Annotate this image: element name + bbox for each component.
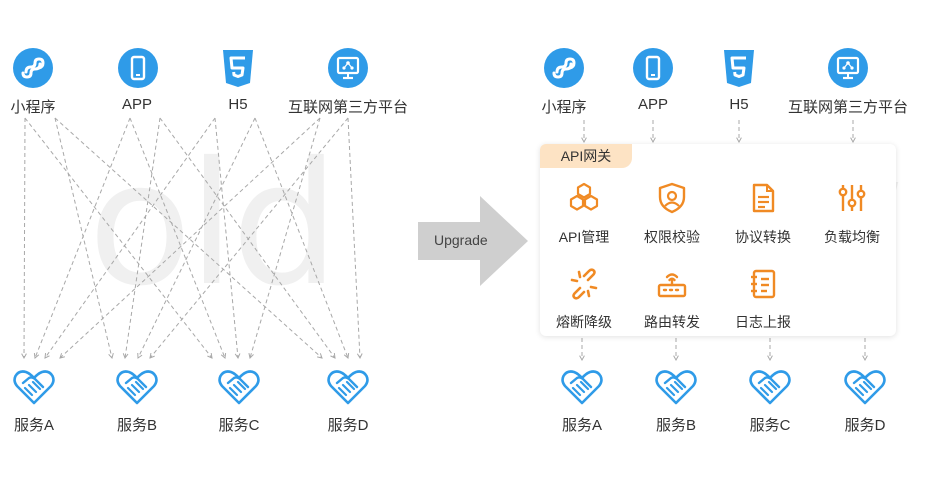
feature-label-log-reporting: 日志上报 [735, 314, 791, 330]
old-connection-line [124, 117, 161, 359]
arrowhead [330, 352, 336, 359]
mini-program-icon [544, 48, 584, 88]
handshake-heart-icon [218, 370, 260, 405]
hexagon-network-icon [569, 182, 599, 211]
old-connection-line [214, 117, 239, 359]
old-connection-line [129, 117, 226, 359]
feature-label-api-management: API管理 [558, 229, 610, 245]
client-label-third-party: 互联网第三方平台 [287, 99, 409, 116]
upgrade-label: Upgrade [434, 232, 488, 248]
service-label-d: 服务D [844, 417, 886, 434]
old-connection-line [54, 117, 113, 359]
handshake-heart-icon [561, 370, 603, 405]
feature-label-routing: 路由转发 [644, 314, 700, 330]
sliders-icon [838, 185, 866, 211]
old-connection-line [44, 117, 216, 359]
api-gateway-title: API网关 [540, 144, 632, 168]
shield-icon [658, 182, 686, 214]
broken-link-icon [570, 268, 598, 300]
old-connection-line [24, 117, 213, 359]
arrowhead [207, 352, 213, 359]
monitor-network-icon [828, 48, 868, 88]
arrowhead [248, 353, 254, 360]
old-connection-line [23, 117, 26, 359]
service-label-b: 服务B [655, 417, 697, 434]
mobile-phone-icon [633, 48, 673, 88]
old-connection-line [347, 117, 361, 359]
service-label-d: 服务D [327, 417, 369, 434]
arrowhead [21, 353, 27, 360]
arrowhead [356, 353, 363, 360]
service-label-c: 服务C [218, 417, 260, 434]
mobile-phone-icon [118, 48, 158, 88]
arrowhead [137, 352, 143, 359]
service-label-a: 服务A [561, 417, 603, 434]
client-label-third-party: 互联网第三方平台 [787, 99, 909, 116]
arrowhead [59, 353, 65, 359]
arrowhead [44, 352, 50, 359]
monitor-network-icon [328, 48, 368, 88]
handshake-heart-icon [655, 370, 697, 405]
arrowhead [122, 353, 129, 360]
old-connection-line [54, 117, 323, 359]
handshake-heart-icon [116, 370, 158, 405]
html5-icon [223, 50, 253, 87]
feature-label-circuit-breaker: 熔断降级 [556, 314, 612, 330]
client-label-mini-program: 小程序 [541, 99, 587, 116]
arrowhead [862, 355, 868, 362]
feature-label-load-balancing: 负载均衡 [824, 229, 880, 245]
upgrade-arrow [418, 196, 528, 286]
arrowhead [149, 352, 155, 359]
api-gateway-panel [540, 144, 896, 336]
router-icon [657, 273, 687, 298]
html5-icon [724, 50, 754, 87]
arrowhead [234, 353, 241, 360]
mini-program-icon [13, 48, 53, 88]
arrowhead [220, 352, 227, 359]
service-label-b: 服务B [116, 417, 158, 434]
arrowhead [650, 137, 656, 144]
arrowhead [850, 137, 856, 144]
arrowhead [108, 353, 114, 360]
arrowhead [579, 355, 585, 362]
client-label-h5: H5 [228, 96, 248, 113]
client-label-app: APP [637, 96, 669, 113]
client-label-mini-program: 小程序 [10, 99, 56, 116]
feature-label-permission-check: 权限校验 [644, 229, 700, 245]
service-label-c: 服务C [749, 417, 791, 434]
arrowhead [317, 353, 323, 359]
client-label-app: APP [121, 96, 153, 113]
arrowhead [736, 137, 742, 144]
handshake-heart-icon [749, 370, 791, 405]
arrowhead [767, 355, 773, 362]
old-connection-line [137, 117, 256, 359]
client-label-h5: H5 [729, 96, 749, 113]
old-connection-line [159, 117, 336, 359]
arrowhead [673, 355, 679, 362]
old-connection-line [34, 117, 131, 359]
log-list-icon [751, 269, 776, 299]
handshake-heart-icon [844, 370, 886, 405]
arrowhead [33, 352, 40, 359]
feature-label-protocol-conversion: 协议转换 [735, 229, 791, 245]
old-connection-line [254, 117, 349, 359]
old-connection-line [59, 117, 321, 359]
service-label-a: 服务A [13, 417, 55, 434]
arrowhead [343, 352, 350, 359]
old-connection-line [149, 117, 349, 359]
document-icon [752, 183, 775, 213]
handshake-heart-icon [13, 370, 55, 405]
handshake-heart-icon [327, 370, 369, 405]
arrowhead [581, 137, 587, 144]
old-connection-line [249, 117, 321, 359]
